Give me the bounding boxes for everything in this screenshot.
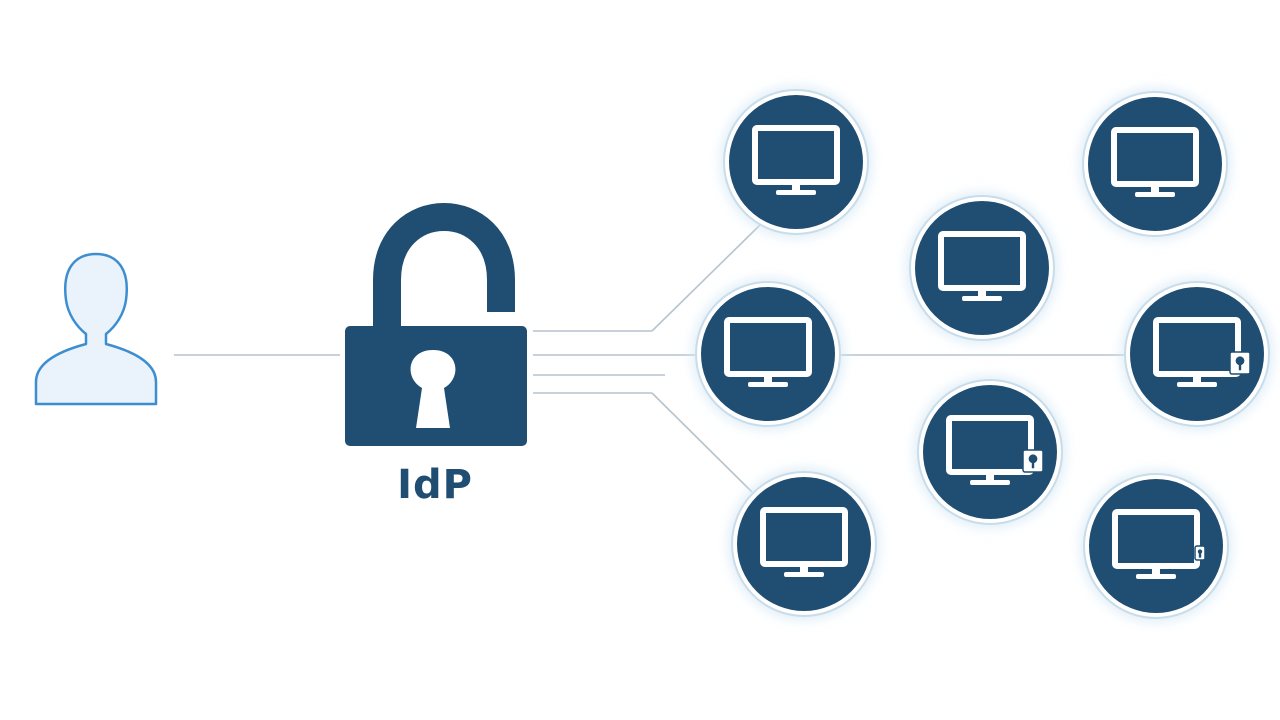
monitor-neck [792, 184, 800, 191]
monitor-neck [978, 290, 986, 297]
device-node [730, 470, 878, 618]
monitor-neck [986, 474, 994, 481]
device-group [694, 88, 1271, 620]
user-icon [34, 252, 158, 406]
monitor-neck [1152, 568, 1160, 575]
device-node [908, 194, 1056, 342]
monitor-icon [1111, 127, 1199, 197]
device-disc [737, 477, 871, 611]
connection-line [651, 392, 753, 493]
monitor-icon [752, 125, 840, 195]
monitor-screen [752, 125, 840, 185]
device-node [1123, 280, 1271, 428]
monitor-neck [800, 566, 808, 573]
monitor-icon [760, 507, 848, 577]
monitor-neck [764, 376, 772, 383]
monitor-stand [1177, 382, 1217, 387]
monitor-stand [970, 480, 1010, 485]
monitor-icon [724, 317, 812, 387]
monitor-stand [776, 190, 816, 195]
device-disc [1088, 97, 1222, 231]
monitor-stand [784, 572, 824, 577]
key-badge-icon [1022, 449, 1044, 473]
device-disc [729, 95, 863, 229]
device-node [694, 280, 842, 428]
monitor-screen [1112, 509, 1200, 569]
monitor-screen [938, 231, 1026, 291]
monitor-icon [946, 415, 1044, 485]
monitor-screen [760, 507, 848, 567]
device-disc [915, 201, 1049, 335]
monitor-neck [1193, 376, 1201, 383]
device-node [1081, 90, 1229, 238]
monitor-icon [1153, 317, 1251, 387]
monitor-screen [724, 317, 812, 377]
key-badge-icon [1229, 351, 1251, 375]
monitor-icon [1112, 509, 1206, 579]
device-node [722, 88, 870, 236]
connection-line [651, 224, 761, 332]
device-disc [701, 287, 835, 421]
monitor-stand [1135, 192, 1175, 197]
padlock-icon [345, 203, 527, 446]
monitor-stand [962, 296, 1002, 301]
device-node [1082, 472, 1230, 620]
connection-lines [174, 224, 1130, 493]
idp-label: IdP [397, 462, 473, 508]
monitor-screen [1153, 317, 1241, 377]
monitor-stand [1136, 574, 1176, 579]
device-node [916, 378, 1064, 526]
monitor-icon [938, 231, 1026, 301]
monitor-screen [946, 415, 1034, 475]
monitor-neck [1151, 186, 1159, 193]
monitor-stand [748, 382, 788, 387]
key-badge-icon [1194, 545, 1206, 561]
monitor-screen [1111, 127, 1199, 187]
